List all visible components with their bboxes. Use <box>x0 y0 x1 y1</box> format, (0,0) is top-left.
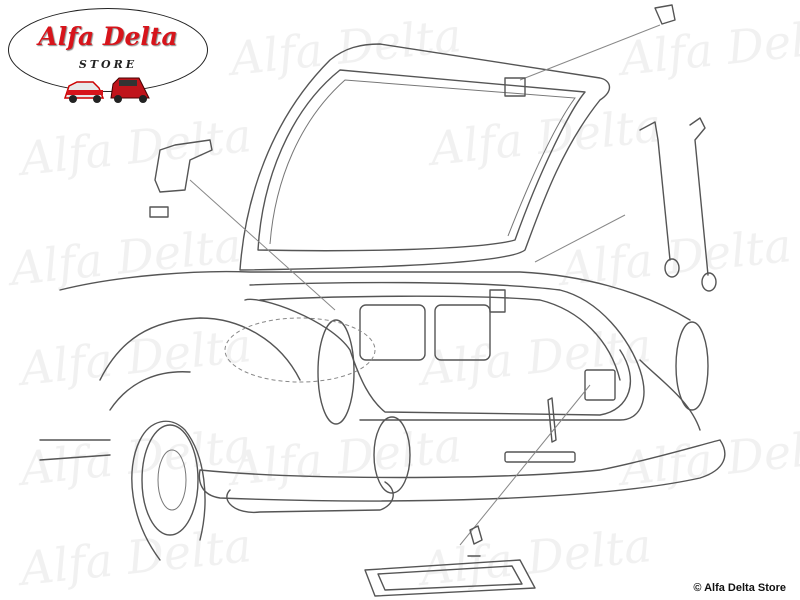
car-body <box>39 270 726 561</box>
logo-brand-text: Alfa Delta <box>38 22 178 51</box>
logo-store-text: STORE <box>78 58 138 71</box>
trunk-lid <box>239 43 611 271</box>
trunk-hinge <box>149 139 336 311</box>
lid-bracket <box>504 4 676 97</box>
trunk-lock <box>459 369 616 557</box>
lid-stay <box>534 117 717 292</box>
copyright-notice: © Alfa Delta Store <box>693 582 786 594</box>
logo-cars-icon <box>63 77 150 103</box>
trunk-seal <box>244 298 631 416</box>
logo-oval <box>8 8 208 92</box>
brand-logo[interactable]: Alfa Delta STORE <box>8 8 208 104</box>
trunk-floor-panel <box>364 559 536 597</box>
trunk-opening <box>224 281 645 421</box>
